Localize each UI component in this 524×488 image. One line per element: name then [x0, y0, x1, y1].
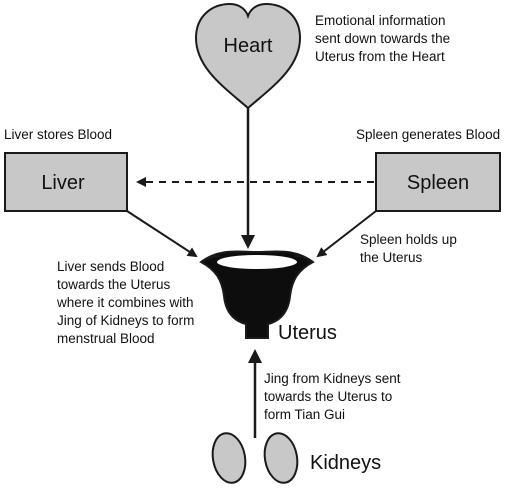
- uterus-shape: [199, 250, 315, 339]
- uterus-label: Uterus: [278, 322, 337, 344]
- spleen-generates-note: Spleen generates Blood: [356, 127, 500, 142]
- liver-sends-line: menstrual Blood: [57, 331, 155, 346]
- liver-sends-line: towards the Uterus: [57, 277, 171, 292]
- liver-stores-note: Liver stores Blood: [4, 127, 112, 142]
- spleen-box: [375, 152, 501, 212]
- kidneys-label: Kidneys: [310, 452, 381, 474]
- heart-note-line: Uterus from the Heart: [315, 49, 445, 64]
- spleen-holds-line: the Uterus: [360, 250, 423, 265]
- liver-sends-line: where it combines with: [56, 295, 194, 310]
- heart-note: Emotional information sent down towards …: [315, 13, 454, 64]
- spleen-label: Spleen: [407, 172, 469, 194]
- kidney-jing-note: Jing from Kidneys sent towards the Uteru…: [264, 371, 404, 422]
- liver-label: Liver: [41, 172, 85, 194]
- heart-note-line: sent down towards the: [315, 31, 450, 46]
- liver-box: [4, 152, 128, 212]
- heart-label: Heart: [224, 35, 273, 57]
- liver-sends-line: Jing of Kidneys to form: [57, 313, 194, 328]
- heart-shape: [194, 2, 302, 110]
- left-kidney-shape: [211, 432, 247, 484]
- kidney-jing-line: form Tian Gui: [264, 407, 345, 422]
- heart-note-line: Emotional information: [315, 13, 446, 28]
- spleen-holds-line: Spleen holds up: [360, 232, 457, 247]
- kidney-jing-line: towards the Uterus to: [264, 389, 392, 404]
- kidney-jing-line: Jing from Kidneys sent: [264, 371, 401, 386]
- spleen-holds-note: Spleen holds up the Uterus: [360, 232, 461, 265]
- right-kidney-shape: [263, 432, 299, 484]
- liver-sends-line: Liver sends Blood: [57, 259, 164, 274]
- liver-to-uterus-arrow: [126, 210, 198, 258]
- liver-sends-note: Liver sends Blood towards the Uterus whe…: [56, 259, 198, 346]
- spleen-to-uterus-arrow: [316, 210, 377, 258]
